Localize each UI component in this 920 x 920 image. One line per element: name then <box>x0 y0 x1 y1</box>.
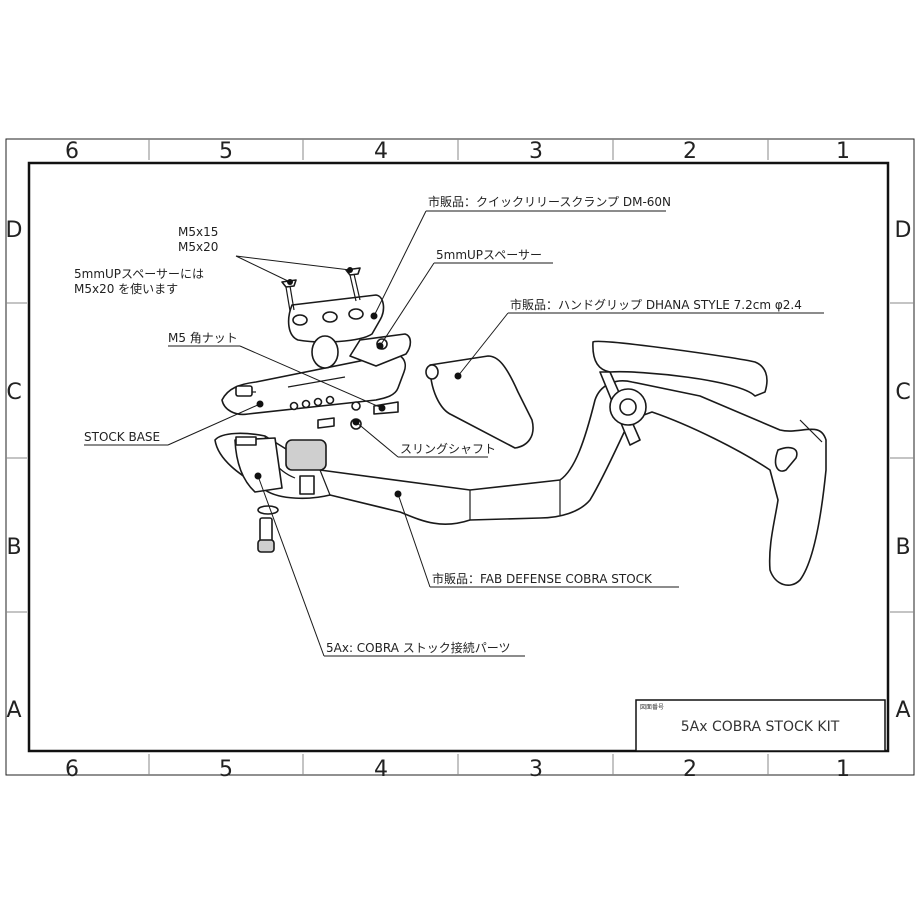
hand-grip-part <box>425 355 534 449</box>
zone-right-A: A <box>895 698 910 723</box>
cobra-stock-part <box>214 340 827 586</box>
callout-spacer-note-1: 5mmUPスペーサーには <box>74 267 204 281</box>
title-block-title: 5Ax COBRA STOCK KIT <box>681 719 840 735</box>
callout-spacer: 5mmUPスペーサー <box>436 248 542 262</box>
zone-bottom-3: 3 <box>529 757 543 782</box>
zone-right-B: B <box>895 535 910 560</box>
callout-hand-grip: 市販品：ハンドグリップ DHANA STYLE 7.2cm φ2.4 <box>510 297 802 312</box>
callout-screw-m5x20: M5x20 <box>178 240 218 254</box>
leader-lines <box>84 210 824 657</box>
stock-base-part <box>221 333 412 416</box>
zone-bottom-2: 2 <box>683 757 697 782</box>
zone-bottom-1: 1 <box>836 757 850 782</box>
zone-right-C: C <box>895 380 910 405</box>
zone-ticks <box>6 139 914 775</box>
callout-square-nut: M5 角ナット <box>168 331 238 345</box>
callout-screw-m5x15: M5x15 <box>178 225 218 239</box>
callout-connector: 5Ax: COBRA ストック接続パーツ <box>326 640 511 655</box>
zone-left-B: B <box>6 535 21 560</box>
zone-top-3: 3 <box>529 139 543 164</box>
title-block-label: 図面番号 <box>640 704 664 711</box>
zone-top-5: 5 <box>219 139 233 164</box>
zone-left-C: C <box>6 380 21 405</box>
callout-sling-shaft: スリングシャフト <box>400 442 496 456</box>
zone-left-A: A <box>6 698 21 723</box>
callout-quick-release: 市販品：クイックリリースクランプ DM-60N <box>428 194 671 209</box>
zone-bottom-6: 6 <box>65 757 79 782</box>
zone-top-2: 2 <box>683 139 697 164</box>
outer-frame <box>5 138 915 776</box>
zone-right-D: D <box>895 218 912 243</box>
callout-cobra-stock: 市販品：FAB DEFENSE COBRA STOCK <box>432 571 653 586</box>
small-hardware <box>257 401 399 553</box>
callout-spacer-note-2: M5x20 を使います <box>74 281 178 296</box>
zone-top-6: 6 <box>65 139 79 164</box>
zone-top-1: 1 <box>836 139 850 164</box>
inner-border <box>27 161 890 753</box>
zone-left-D: D <box>6 218 23 243</box>
zone-top-4: 4 <box>374 139 388 164</box>
quick-release-clamp-part <box>287 294 385 369</box>
callout-stock-base: STOCK BASE <box>84 430 160 444</box>
zone-bottom-4: 4 <box>374 757 388 782</box>
title-block: 図面番号 5Ax COBRA STOCK KIT <box>635 699 886 752</box>
zone-bottom-5: 5 <box>219 757 233 782</box>
